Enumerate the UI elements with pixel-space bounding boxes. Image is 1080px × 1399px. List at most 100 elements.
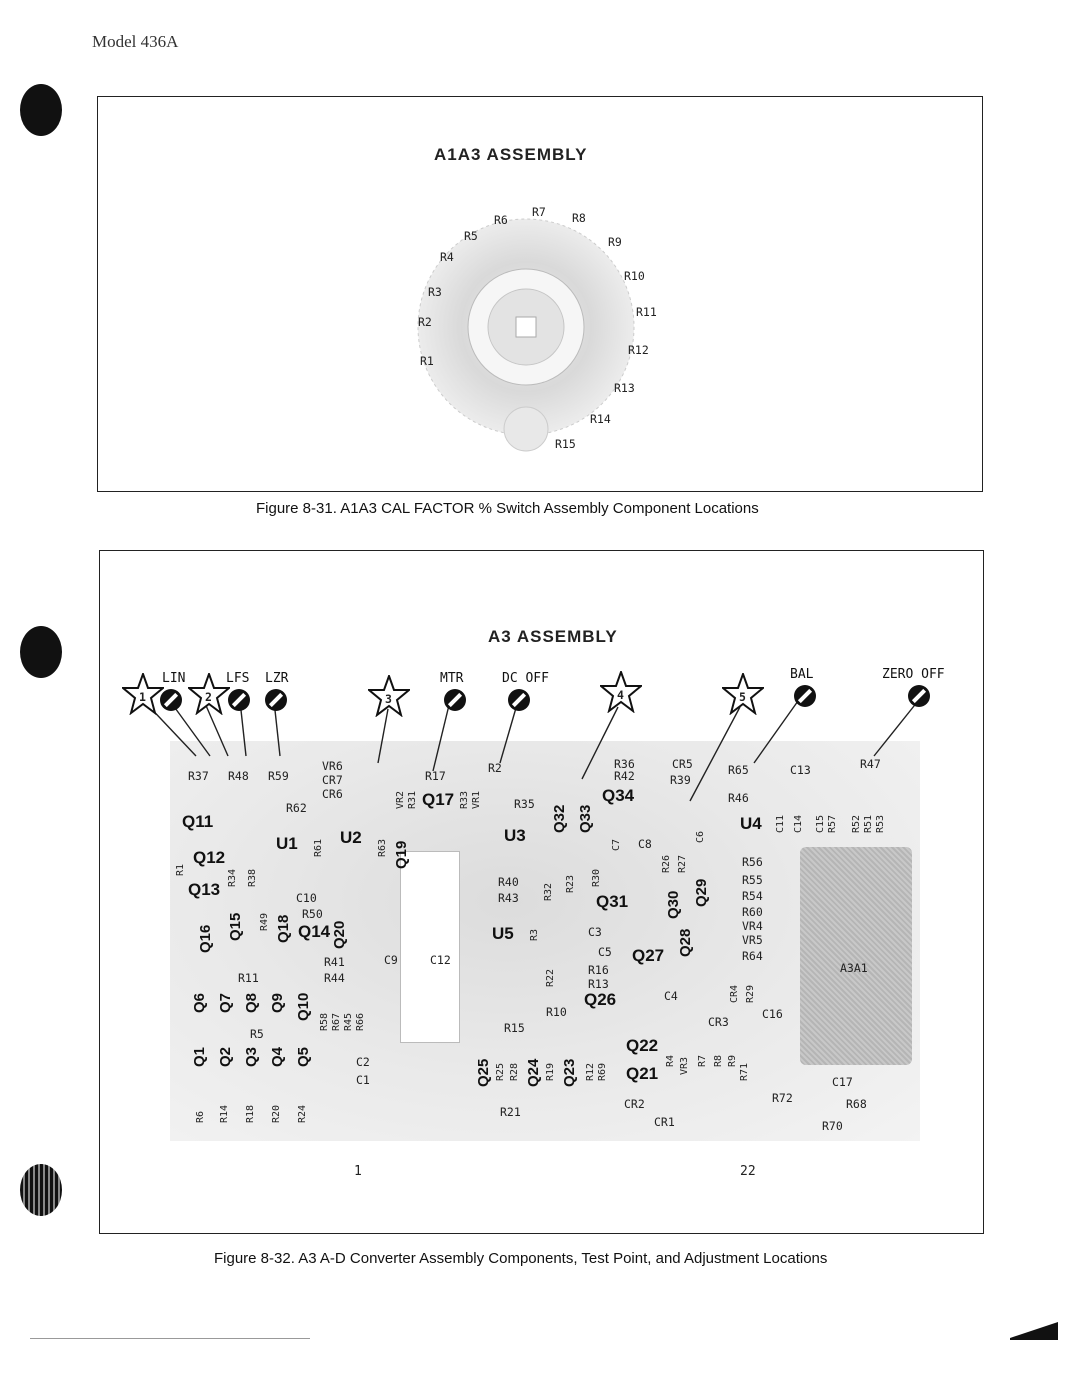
component-label: VR3 — [679, 1056, 690, 1075]
component-label: R58 — [319, 1012, 330, 1031]
component-label: R7 — [697, 1054, 708, 1067]
component-label: Q29 — [693, 878, 710, 907]
resistor-label: R11 — [636, 305, 657, 319]
component-label: C13 — [790, 763, 811, 777]
component-label: CR1 — [654, 1115, 675, 1129]
component-label: R65 — [728, 763, 749, 777]
component-label: R60 — [742, 905, 763, 919]
component-label: C6 — [695, 830, 706, 843]
component-label: R72 — [772, 1091, 793, 1105]
component-label: Q3 — [243, 1046, 260, 1067]
mtr-adjust-pot-icon — [444, 689, 466, 711]
component-label: R67 — [331, 1012, 342, 1031]
figure-8-32-frame: A3 ASSEMBLY LIN LFS LZR MTR DC OFF BAL Z… — [99, 550, 984, 1234]
resistor-label: R10 — [624, 269, 645, 283]
adjustment-label-lzr: LZR — [265, 671, 289, 686]
adjustment-label-zero-off: ZERO OFF — [882, 667, 945, 682]
adjustment-label-dc-off: DC OFF — [502, 671, 549, 686]
component-label: R45 — [343, 1012, 354, 1031]
component-label: Q12 — [193, 848, 226, 867]
bal-adjust-pot-icon — [794, 685, 816, 707]
figure-8-31-frame: A1A3 ASSEMBLY R1 R2 R3 R4 R5 R6 R7 R8 R9… — [97, 96, 983, 492]
resistor-label: R13 — [614, 381, 635, 395]
component-label: Q28 — [677, 928, 694, 957]
caption-text: A3 A-D Converter Assembly Components, Te… — [298, 1250, 828, 1267]
lin-adjust-pot-icon — [160, 689, 182, 711]
component-label: U2 — [340, 828, 362, 847]
component-label: C11 — [775, 814, 786, 833]
cal-factor-switch-drawing — [417, 218, 635, 452]
component-label: R49 — [259, 912, 270, 931]
component-label: R71 — [739, 1062, 750, 1081]
component-label: CR6 — [322, 787, 343, 801]
component-label: R63 — [377, 838, 388, 857]
component-label: R9 — [727, 1054, 738, 1067]
component-label: R15 — [504, 1021, 525, 1035]
adjustment-label-bal: BAL — [790, 667, 814, 682]
resistor-label: R15 — [555, 437, 576, 451]
component-label: R1 — [175, 863, 186, 876]
component-label: R41 — [324, 955, 345, 969]
connector-pin-22-label: 22 — [740, 1164, 756, 1179]
test-point-1-label: 1 — [139, 690, 146, 704]
caption-text: A1A3 CAL FACTOR % Switch Assembly Compon… — [340, 500, 759, 517]
component-label: R28 — [509, 1062, 520, 1081]
component-label: R35 — [514, 797, 535, 811]
leader-lines — [143, 700, 919, 802]
component-label: R54 — [742, 889, 763, 903]
component-label: C2 — [356, 1055, 370, 1069]
component-label: R23 — [565, 874, 576, 893]
component-label: VR4 — [742, 919, 763, 933]
component-label: R50 — [302, 907, 323, 921]
component-label: R48 — [228, 769, 249, 783]
component-label: R22 — [545, 968, 556, 987]
component-label: R55 — [742, 873, 763, 887]
component-label: R8 — [713, 1054, 724, 1067]
component-label: Q32 — [551, 804, 568, 833]
test-point-2-label: 2 — [205, 690, 212, 704]
component-label: Q27 — [632, 946, 665, 965]
ic-socket — [400, 851, 460, 1043]
component-label: R44 — [324, 971, 345, 985]
component-label: C3 — [588, 925, 602, 939]
component-label: R16 — [588, 963, 609, 977]
component-label: Q33 — [577, 804, 594, 833]
component-label: Q6 — [191, 992, 208, 1013]
component-label: C14 — [793, 814, 804, 833]
resistor-label: R6 — [494, 213, 508, 227]
component-label: R46 — [728, 791, 749, 805]
component-label: Q4 — [269, 1046, 286, 1067]
component-label: R11 — [238, 971, 259, 985]
component-label: U4 — [740, 814, 762, 833]
component-label: C16 — [762, 1007, 783, 1021]
component-label: Q17 — [422, 790, 455, 809]
component-label: Q24 — [525, 1058, 542, 1087]
page-corner-mark — [1010, 1322, 1058, 1340]
component-label: R53 — [875, 814, 886, 833]
component-label: R66 — [355, 1012, 366, 1031]
component-label: C8 — [638, 837, 652, 851]
resistor-label: R12 — [628, 343, 649, 357]
test-point-1-star-icon — [122, 673, 164, 715]
component-label: R18 — [245, 1104, 256, 1123]
component-label: R5 — [250, 1027, 264, 1041]
component-label: R2 — [488, 761, 502, 775]
component-label: Q8 — [243, 992, 260, 1013]
test-point-4-star-icon — [600, 671, 642, 713]
component-label: Q21 — [626, 1064, 659, 1083]
component-label: C1 — [356, 1073, 370, 1087]
component-label: Q2 — [217, 1046, 234, 1067]
a3-circuit-board — [170, 741, 920, 1141]
component-label: C9 — [384, 953, 398, 967]
resistor-label: R14 — [590, 412, 611, 426]
lzr-adjust-pot-icon — [265, 689, 287, 711]
component-label: R56 — [742, 855, 763, 869]
component-label: C17 — [832, 1075, 853, 1089]
component-label: Q15 — [227, 912, 244, 941]
component-label: C5 — [598, 945, 612, 959]
component-label: R40 — [498, 875, 519, 889]
binder-hole — [20, 1164, 62, 1216]
resistor-label: R3 — [428, 285, 442, 299]
component-label: R25 — [495, 1062, 506, 1081]
lfs-adjust-pot-icon — [228, 689, 250, 711]
